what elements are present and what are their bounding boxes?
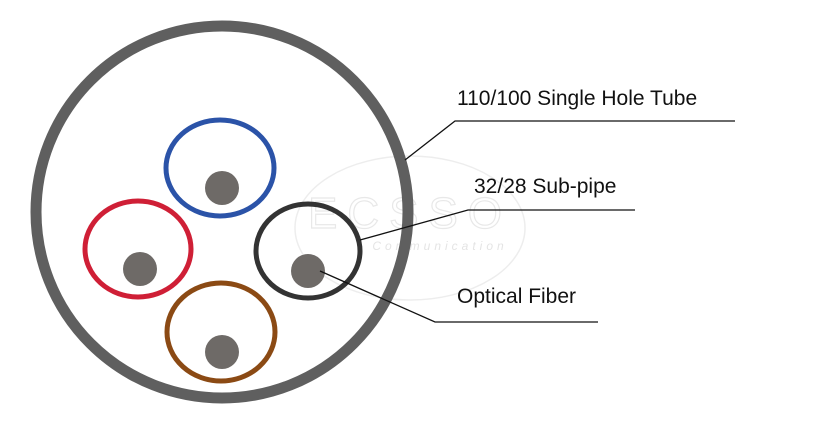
tube-leader-line — [404, 120, 735, 161]
subpipe-black-ring — [253, 201, 363, 301]
optical-fiber-brown — [205, 335, 239, 369]
fiber-label: Optical Fiber — [457, 285, 576, 308]
optical-fiber-blue — [205, 171, 239, 205]
subpipe-blue — [163, 117, 277, 219]
subpipe-label: 32/28 Sub-pipe — [474, 175, 616, 198]
subpipe-leader-line — [359, 209, 635, 241]
subpipe-blue-ring — [163, 117, 277, 219]
subpipe-black — [253, 201, 363, 301]
subpipe-red-ring — [82, 198, 194, 300]
outer-tube — [30, 20, 414, 404]
optical-fiber-black — [291, 254, 325, 288]
subpipe-brown — [164, 280, 278, 384]
subpipe-red — [82, 198, 194, 300]
fiber-leader-line — [319, 270, 598, 323]
watermark-tagline: Communication — [372, 239, 507, 253]
subpipe-brown-ring — [164, 280, 278, 384]
optical-fiber-red — [123, 252, 157, 286]
tube-label: 110/100 Single Hole Tube — [457, 87, 697, 110]
